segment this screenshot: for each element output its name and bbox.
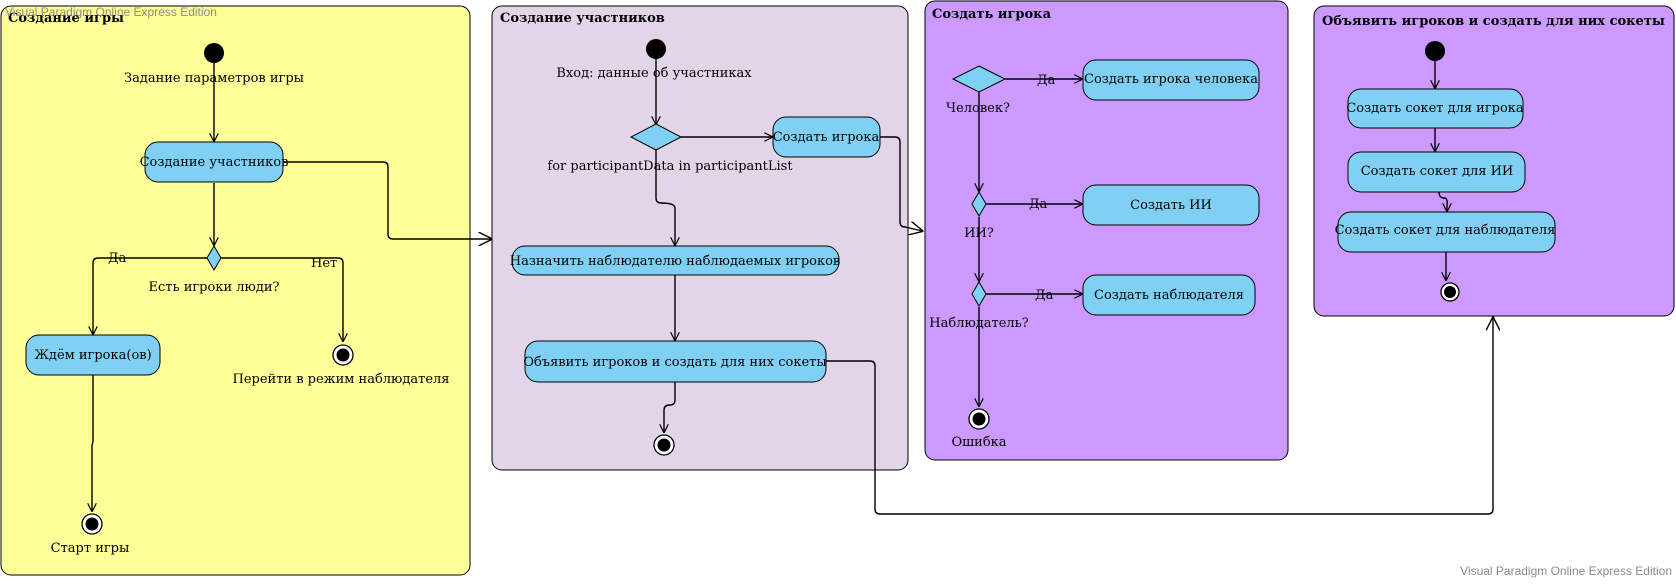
final-node-error-core — [972, 412, 986, 426]
decision-human — [951, 65, 1007, 93]
action-assign-observer-label: Назначить наблюдателю наблюдаемых игроко… — [510, 254, 841, 269]
action-create-participants-label: Создание участников — [140, 155, 289, 170]
action-create-player[interactable] — [772, 116, 881, 158]
watermark-top: Visual Paradigm Online Express Edition — [5, 5, 217, 19]
panel-create-game — [0, 5, 471, 576]
edge — [221, 257, 343, 341]
action-ai-socket-label: Создать сокет для ИИ — [1361, 164, 1514, 179]
panel-create-player — [924, 0, 1289, 461]
decision-human-players-label: Есть игроки люди? — [149, 280, 280, 295]
decision-observer — [971, 281, 987, 307]
action-create-player-label: Создать игрока — [773, 130, 880, 145]
action-create-ai[interactable] — [1082, 184, 1260, 226]
action-create-human[interactable] — [1082, 59, 1260, 101]
action-observer-socket-label: Создать сокет для наблюдателя — [1335, 223, 1556, 238]
decision-observer-label: Наблюдатель? — [929, 316, 1028, 331]
action-create-observer[interactable] — [1082, 274, 1256, 316]
initial-node — [646, 39, 666, 59]
final-node-observer-core — [336, 348, 350, 362]
initial-node — [204, 43, 224, 63]
decision-human-label: Человек? — [946, 101, 1010, 116]
decision-ai-label: ИИ? — [964, 226, 994, 241]
action-create-human-label: Создать игрока человека — [1084, 72, 1258, 87]
panel-title-participants: Создание участников — [500, 11, 665, 26]
action-announce-players[interactable] — [524, 340, 827, 383]
decision-loop — [629, 123, 683, 151]
guard-ai-yes: Да — [1029, 197, 1048, 212]
edge — [880, 136, 922, 231]
final-node-core — [1444, 286, 1456, 298]
action-create-observer-label: Создать наблюдателя — [1094, 288, 1244, 303]
edge — [283, 161, 491, 239]
action-observer-socket[interactable] — [1337, 211, 1556, 253]
edge — [1438, 191, 1447, 211]
edge — [93, 257, 207, 334]
watermark-bottom: Visual Paradigm Online Express Edition — [1460, 564, 1672, 578]
guard-yes: Да — [108, 251, 127, 266]
edge — [655, 150, 675, 245]
initial-node — [1425, 41, 1445, 61]
action-announce-players-label: Объявить игроков и создать для них сокет… — [523, 355, 826, 370]
edge — [664, 382, 676, 432]
action-player-socket-label: Создать сокет для игрока — [1346, 101, 1524, 116]
loop-label: for participantData in participantList — [547, 159, 793, 174]
observer-mode-label: Перейти в режим наблюдателя — [233, 372, 450, 387]
action-create-ai-label: Создать ИИ — [1130, 198, 1212, 213]
action-assign-observer[interactable] — [511, 245, 840, 276]
decision-human-players — [206, 245, 222, 271]
game-start-label: Старт игры — [51, 541, 130, 556]
action-wait-players[interactable] — [25, 334, 161, 376]
guard-observer-yes: Да — [1035, 288, 1054, 303]
guard-human-yes: Да — [1037, 73, 1056, 88]
edge — [92, 375, 93, 511]
action-ai-socket[interactable] — [1347, 151, 1526, 193]
guard-no: Нет — [311, 256, 337, 271]
final-node-core — [657, 438, 671, 452]
input-label: Вход: данные об участниках — [556, 66, 752, 81]
action-player-socket[interactable] — [1347, 88, 1524, 129]
edge — [826, 318, 1493, 515]
action-create-participants[interactable] — [144, 141, 284, 183]
decision-ai — [971, 191, 987, 217]
error-label: Ошибка — [951, 435, 1006, 450]
panel-title-player: Создать игрока — [932, 7, 1052, 22]
edges — [92, 59, 1493, 515]
final-node-game-start-core — [85, 517, 99, 531]
panel-title-sockets: Объявить игроков и создать для них сокет… — [1322, 14, 1665, 29]
panel-title-game: Создание игры — [8, 11, 124, 26]
action-wait-players-label: Ждём игрока(ов) — [34, 348, 151, 363]
start-label: Задание параметров игры — [124, 71, 304, 86]
